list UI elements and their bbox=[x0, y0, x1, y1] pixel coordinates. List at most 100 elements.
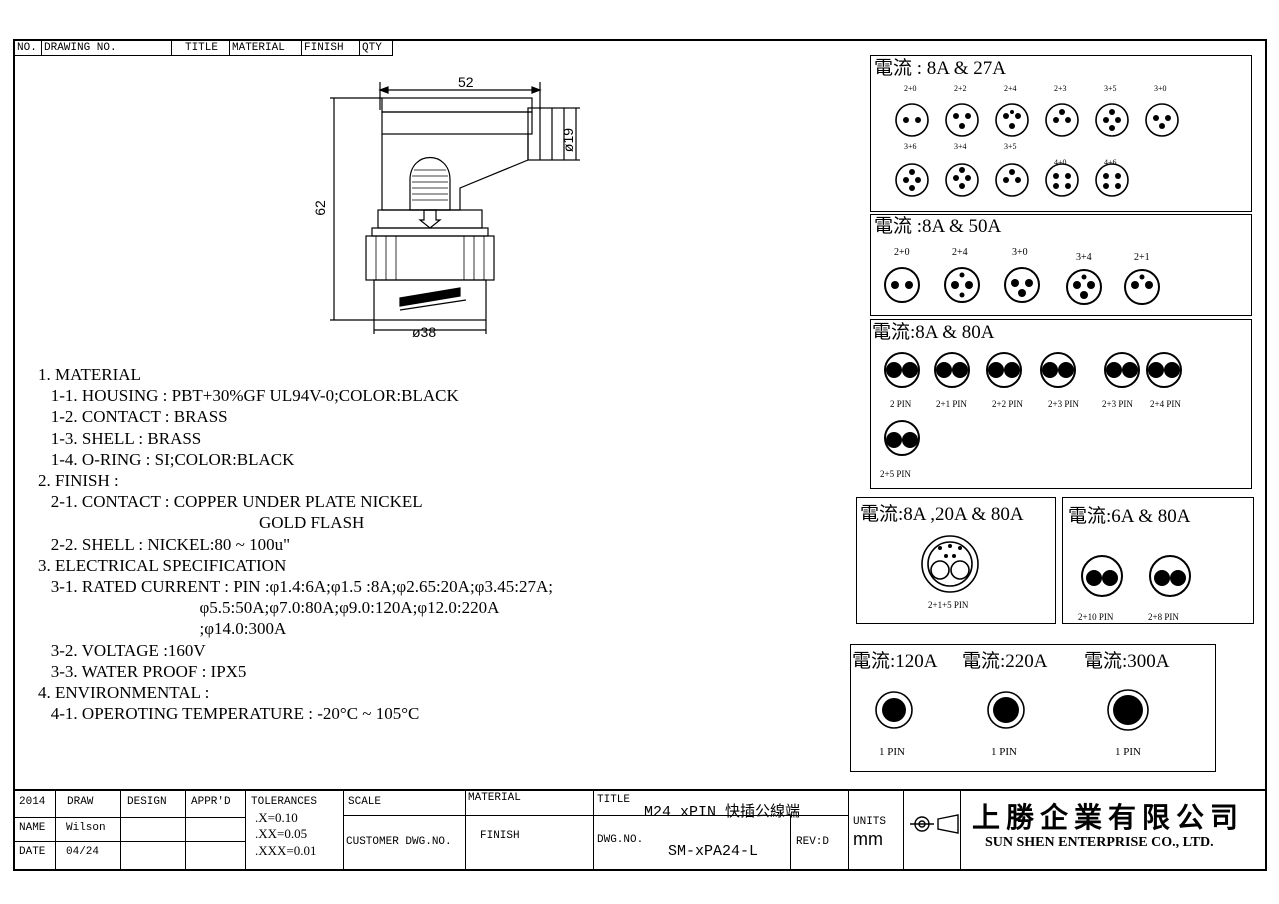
header-material: MATERIAL bbox=[230, 40, 302, 56]
pin-label: 2+3 bbox=[1054, 84, 1067, 93]
pin-label: 2+4 PIN bbox=[1150, 399, 1181, 409]
panel-6a-80a bbox=[1062, 497, 1254, 624]
pin-label-120a: 1 PIN bbox=[879, 746, 905, 758]
pin-label: 2+1+5 PIN bbox=[928, 600, 969, 610]
dim-width: 52 bbox=[458, 74, 474, 90]
tb-appr: APPR'D bbox=[191, 796, 231, 808]
spec-line: 1. MATERIAL bbox=[38, 365, 141, 384]
spec-line: 1-1. HOUSING : PBT+30%GF UL94V-0;COLOR:B… bbox=[38, 386, 459, 406]
pin-label: 4+6 bbox=[1104, 158, 1117, 167]
pin-label: 2+3 PIN bbox=[1048, 399, 1079, 409]
pin-label: 2+4 bbox=[952, 247, 968, 258]
pin-label: 3+4 bbox=[954, 142, 967, 151]
spec-line: ;φ14.0:300A bbox=[38, 619, 287, 639]
spec-line: 1-4. O-RING : SI;COLOR:BLACK bbox=[38, 449, 295, 469]
pin-label: 3+0 bbox=[1012, 247, 1028, 258]
pin-label: 2+3 PIN bbox=[1102, 399, 1133, 409]
pin-label: 3+0 bbox=[1154, 84, 1167, 93]
dim-dia-top: ø19 bbox=[560, 127, 577, 153]
tb-name-value: Wilson bbox=[66, 822, 106, 834]
tb-customer-dwg: CUSTOMER DWG.NO. bbox=[346, 836, 452, 848]
pin-label: 2+2 bbox=[954, 84, 967, 93]
panel-120a-220a-300a-pins bbox=[875, 689, 1149, 731]
tb-units-label: UNITS bbox=[853, 816, 887, 828]
panel-120a-220a-300a bbox=[850, 644, 1216, 772]
spec-line: 3-1. RATED CURRENT : PIN :φ1.4:6A;φ1.5 :… bbox=[38, 577, 553, 596]
panel-8a-80a-title: 電流:8A & 80A bbox=[872, 322, 995, 343]
tb-dwg-value: SM-xPA24-L bbox=[668, 843, 759, 860]
connector-drawing bbox=[330, 82, 580, 334]
tb-date-value: 04/24 bbox=[66, 846, 100, 858]
tb-name-label: NAME bbox=[19, 822, 46, 834]
pin-label: 2 PIN bbox=[890, 399, 912, 409]
pin-label-300a: 1 PIN bbox=[1115, 746, 1141, 758]
dim-height: 62 bbox=[311, 200, 328, 216]
spec-line: 4. ENVIRONMENTAL : bbox=[38, 683, 210, 702]
pin-label: 2+4 bbox=[1004, 84, 1017, 93]
panel-8a-20a-80a-pins bbox=[921, 535, 979, 593]
tb-design: DESIGN bbox=[127, 796, 167, 808]
spec-line: 3. ELECTRICAL SPECIFICATION bbox=[38, 555, 287, 575]
panel-8a-50a-pins bbox=[884, 267, 1160, 305]
panel-220a-title: 電流:220A bbox=[962, 651, 1048, 672]
pin-label: 2+0 bbox=[894, 247, 910, 258]
panel-8a-50a bbox=[870, 214, 1252, 316]
spec-line: 4-1. OPEROTING TEMPERATURE : -20°C ~ 105… bbox=[38, 704, 420, 724]
pin-label: 2+10 PIN bbox=[1078, 612, 1114, 622]
pin-label: 3+4 bbox=[1076, 252, 1092, 263]
pin-label: 2+0 bbox=[904, 84, 917, 93]
tb-title-value: M24 xPIN 快插公線端 bbox=[644, 804, 801, 821]
spec-line: φ5.5:50A;φ7.0:80A;φ9.0:120A;φ12.0:220A bbox=[38, 598, 500, 618]
projection-symbol-icon bbox=[910, 814, 959, 834]
pin-label-220a: 1 PIN bbox=[991, 746, 1017, 758]
tb-year: 2014 bbox=[19, 796, 46, 808]
panel-8a-50a-title: 電流 :8A & 50A bbox=[874, 216, 1002, 237]
header-title: TITLE bbox=[172, 40, 230, 56]
dim-dia-bottom: ø38 bbox=[412, 324, 437, 340]
spec-line: 2-1. CONTACT : COPPER UNDER PLATE NICKEL bbox=[38, 492, 423, 512]
tb-draw: DRAW bbox=[67, 796, 94, 808]
panel-120a-title: 電流:120A bbox=[852, 651, 938, 672]
spec-line: 1-3. SHELL : BRASS bbox=[38, 428, 202, 448]
header-no: NO. bbox=[15, 40, 42, 56]
pin-label: 2+2 PIN bbox=[992, 399, 1023, 409]
panel-8a-20a-80a bbox=[856, 497, 1056, 624]
panel-300a-title: 電流:300A bbox=[1084, 651, 1170, 672]
header-qty: QTY bbox=[360, 40, 393, 56]
panel-8a-27a-title: 電流 : 8A & 27A bbox=[874, 58, 1006, 79]
pin-label: 2+1 PIN bbox=[936, 399, 967, 409]
title-block bbox=[15, 789, 1265, 869]
pin-label: 3+5 bbox=[1004, 142, 1017, 151]
tb-dwg-label: DWG.NO. bbox=[597, 834, 644, 846]
header-finish: FINISH bbox=[302, 40, 360, 56]
panel-6a-80a-title: 電流:6A & 80A bbox=[1068, 506, 1191, 527]
tb-units-value: mm bbox=[853, 829, 883, 849]
panel-8a-80a bbox=[870, 319, 1252, 489]
tb-tol-xx: .XX=0.05 bbox=[255, 826, 308, 841]
tb-finish: FINISH bbox=[480, 830, 520, 842]
company-name-en: SUN SHEN ENTERPRISE CO., LTD. bbox=[985, 835, 1214, 850]
panel-8a-27a-pins bbox=[895, 103, 1179, 197]
tb-scale: SCALE bbox=[348, 796, 382, 808]
tb-tolerances: TOLERANCES bbox=[251, 796, 318, 808]
spec-line: 3-2. VOLTAGE :160V bbox=[38, 640, 206, 660]
spec-line: 2. FINISH : bbox=[38, 471, 119, 490]
tb-title-label: TITLE bbox=[597, 794, 631, 806]
pin-label: 3+6 bbox=[904, 142, 917, 151]
tb-tol-x: .X=0.10 bbox=[255, 810, 298, 825]
spec-line: GOLD FLASH bbox=[38, 513, 365, 533]
pin-label: 2+5 PIN bbox=[880, 469, 911, 479]
tb-rev: REV:D bbox=[796, 836, 830, 848]
panel-8a-27a bbox=[870, 55, 1252, 212]
spec-line: 2-2. SHELL : NICKEL:80 ~ 100u" bbox=[38, 534, 291, 554]
panel-6a-80a-pins bbox=[1081, 555, 1191, 597]
drawing-frame bbox=[13, 39, 1267, 871]
panel-8a-20a-80a-title: 電流:8A ,20A & 80A bbox=[860, 504, 1024, 525]
spec-line: 1-2. CONTACT : BRASS bbox=[38, 407, 228, 427]
pin-label: 2+8 PIN bbox=[1148, 612, 1179, 622]
pin-label: 3+5 bbox=[1104, 84, 1117, 93]
tb-material: MATERIAL bbox=[468, 792, 521, 804]
tb-tol-xxx: .XXX=0.01 bbox=[255, 843, 317, 858]
header-drawing-no: DRAWING NO. bbox=[42, 40, 172, 56]
spec-line: 3-3. WATER PROOF : IPX5 bbox=[38, 661, 247, 681]
